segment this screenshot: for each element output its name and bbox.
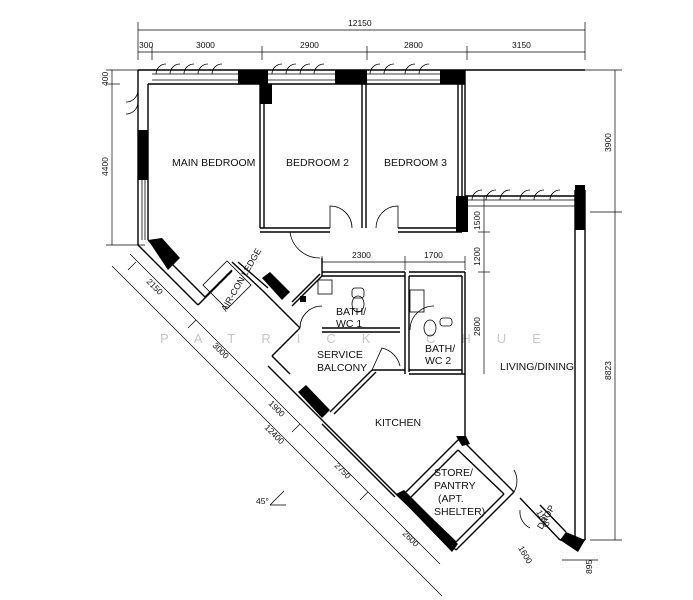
dim-left-4400: 4400 [100,157,110,176]
dim-diag-2150: 2150 [145,276,166,297]
dim-left-400: 400 [100,72,110,86]
dim-mid-2800: 2800 [472,317,482,336]
dim-top-3000: 3000 [196,40,215,50]
dim-top-300: 300 [139,40,153,50]
dim-right-8823: 8823 [603,361,613,380]
dim-right-895: 895 [584,560,594,574]
label-store-line1: STORE/ [434,467,473,479]
label-store-line3: (APT. [438,493,464,505]
dim-mid-1200: 1200 [472,247,482,266]
dim-diag-2600: 2600 [401,528,422,549]
label-bath-1-line2: WC 1 [336,318,362,330]
label-bedroom-3: BEDROOM 3 [384,157,447,169]
doors [289,205,531,529]
label-living-dining: LIVING/DINING [500,361,574,373]
structural-columns [138,70,585,552]
dim-diag-12400: 12400 [263,422,287,446]
dim-angle: 45° [256,496,269,506]
dim-diag-1900: 1900 [267,398,288,419]
windows [125,63,575,240]
label-service-balcony-line1: SERVICE [317,349,363,361]
dim-diag-2750: 2750 [333,460,354,481]
label-aircon-ledge: AIR-CON LEDGE [219,246,263,313]
label-store-line2: PANTRY [434,480,476,492]
label-bath-2-line1: BATH/ [425,343,455,355]
label-store-line4: SHELTER) [434,506,485,518]
fixtures [202,260,453,337]
watermark: PATRICK CHUE [160,331,567,346]
label-kitchen: KITCHEN [375,417,421,429]
label-bath-2-line2: WC 2 [425,355,451,367]
dim-top-3150: 3150 [512,40,531,50]
dim-right-3900: 3900 [603,133,613,152]
label-service-balcony-line2: BALCONY [317,362,367,374]
label-bedroom-2: BEDROOM 2 [286,157,349,169]
label-main-bedroom: MAIN BEDROOM [172,157,255,169]
label-bath-1-line1: BATH/ [336,306,366,318]
dim-mid-2300: 2300 [352,250,371,260]
walls [137,69,586,551]
dim-small-1600: 1600 [516,544,534,566]
dimension-lines [106,22,622,597]
dim-mid-1500: 1500 [472,211,482,230]
dim-top-2900: 2900 [300,40,319,50]
dim-top-2800: 2800 [404,40,423,50]
dim-top-total: 12150 [348,18,372,28]
dim-mid-1700: 1700 [424,250,443,260]
